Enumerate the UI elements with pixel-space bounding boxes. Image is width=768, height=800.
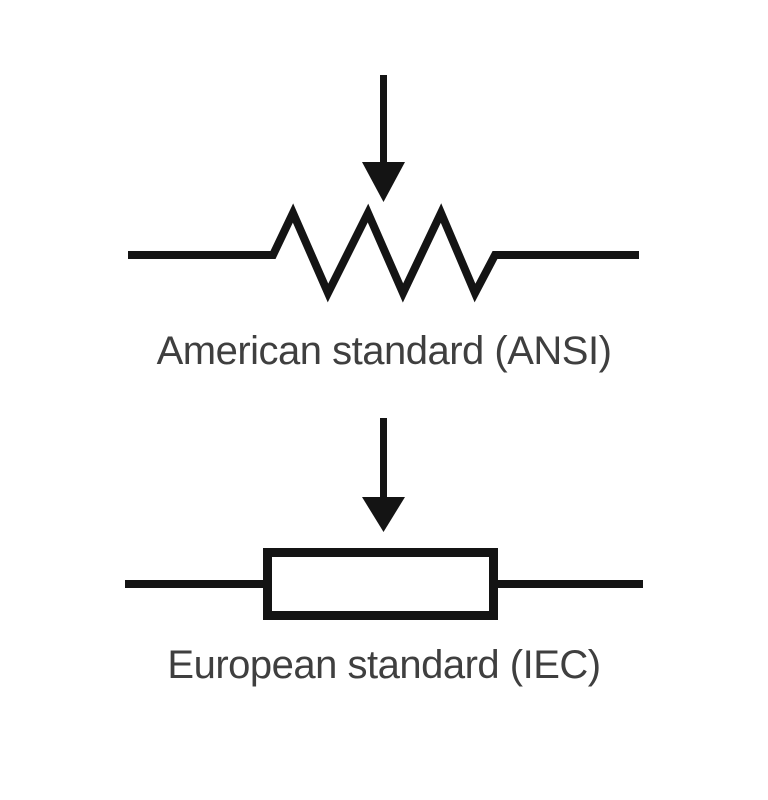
iec-symbol-caption: European standard (IEC)	[167, 643, 601, 687]
iec-potentiometer-symbol	[125, 418, 643, 620]
ansi-symbol-caption: American standard (ANSI)	[156, 329, 612, 373]
zigzag-resistor-element	[128, 203, 639, 303]
wiper-arrow-head-icon	[362, 497, 405, 532]
ansi-potentiometer-symbol	[128, 75, 639, 303]
wiper-arrow-head-icon	[362, 162, 405, 202]
rectangle-resistor-element	[263, 548, 498, 620]
